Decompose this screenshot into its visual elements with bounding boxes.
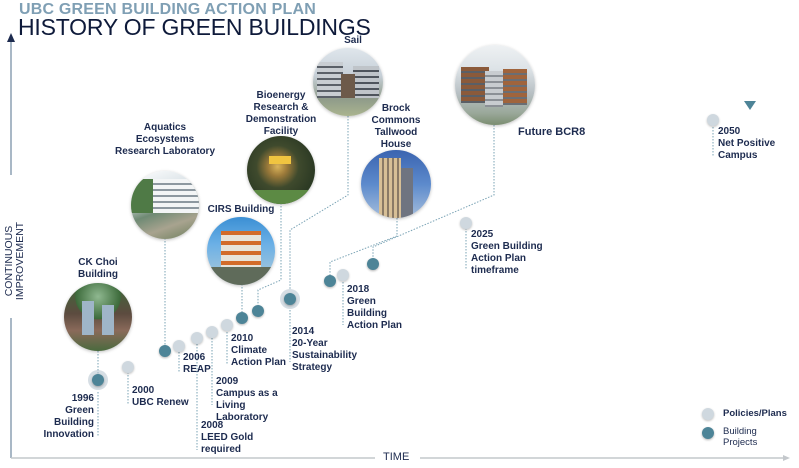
- photo-ck-choi: [64, 283, 132, 351]
- label-future-bcr8: Future BCR8: [518, 126, 586, 138]
- photo-cirs: [207, 217, 275, 285]
- dot-2009-policy: [206, 326, 218, 338]
- milestone-2008: 2008 LEED Gold required: [201, 420, 254, 455]
- dot-2000-policy: [122, 361, 134, 373]
- triangle-marker-icon: [744, 101, 756, 110]
- dot-brock-building: [324, 275, 336, 287]
- dot-aquatics-building: [159, 345, 171, 357]
- photo-future-bcr8: [455, 45, 535, 125]
- milestone-2025: 2025 Green Building Action Plan timefram…: [471, 229, 543, 276]
- milestone-2009: 2009 Campus as a Living Laboratory: [216, 376, 278, 423]
- label-cirs: CIRS Building: [207, 204, 275, 215]
- dot-1996-building: [92, 374, 104, 386]
- label-bioenergy: Bioenergy Research & Demonstration Facil…: [245, 90, 317, 137]
- milestone-2014: 2014 20-Year Sustainability Strategy: [292, 326, 358, 373]
- subtitle: UBC GREEN BUILDING ACTION PLAN: [19, 1, 316, 18]
- label-ck-choi: CK Choi Building: [78, 257, 118, 280]
- dot-2006-policy: [173, 340, 185, 352]
- label-brock-commons: Brock Commons Tallwood House: [371, 103, 421, 150]
- milestone-2000: 2000 UBC Renew: [132, 385, 189, 408]
- x-axis-label: TIME: [383, 451, 410, 463]
- page-title: HISTORY OF GREEN BUILDINGS: [18, 14, 371, 40]
- photo-sail: [313, 48, 383, 116]
- milestone-2006: 2006 REAP: [183, 352, 211, 375]
- dot-2025-policy: [460, 217, 472, 229]
- y-axis-label: CONTINUOUS IMPROVEMENT: [3, 196, 26, 326]
- dot-2008-policy: [191, 332, 203, 344]
- dot-2010-policy: [221, 319, 233, 331]
- dot-2014-sail-building: [284, 293, 296, 305]
- legend-buildings-label: Building Projects: [723, 426, 758, 448]
- milestone-1996: 1996 Green Building Innovation: [43, 393, 94, 440]
- legend-policies-label: Policies/Plans: [723, 408, 787, 419]
- dot-bioenergy-building: [252, 305, 264, 317]
- photo-aquatics: [131, 171, 199, 239]
- photo-brock-commons: [361, 150, 431, 218]
- dot-2018-policy: [337, 269, 349, 281]
- y-axis-label-text: CONTINUOUS IMPROVEMENT: [3, 221, 26, 301]
- legend: Policies/Plans Building Projects: [700, 405, 795, 453]
- milestone-2010: 2010 Climate Action Plan: [231, 333, 287, 368]
- milestone-2018: 2018 Green Building Action Plan: [347, 284, 403, 331]
- milestone-2050: 2050 Net Positive Campus: [718, 126, 776, 161]
- label-sail: Sail: [344, 35, 362, 46]
- legend-building-dot: [702, 427, 714, 439]
- legend-policy-dot: [702, 408, 714, 420]
- dot-bcr8-building: [367, 258, 379, 270]
- x-axis-arrow-icon: [783, 455, 790, 461]
- y-axis-arrow-icon: [7, 33, 15, 42]
- dot-2050-policy: [707, 114, 719, 126]
- label-aquatics: Aquatics Ecosystems Research Laboratory: [114, 122, 216, 157]
- photo-bioenergy: [247, 136, 315, 204]
- dot-cirs-building: [236, 312, 248, 324]
